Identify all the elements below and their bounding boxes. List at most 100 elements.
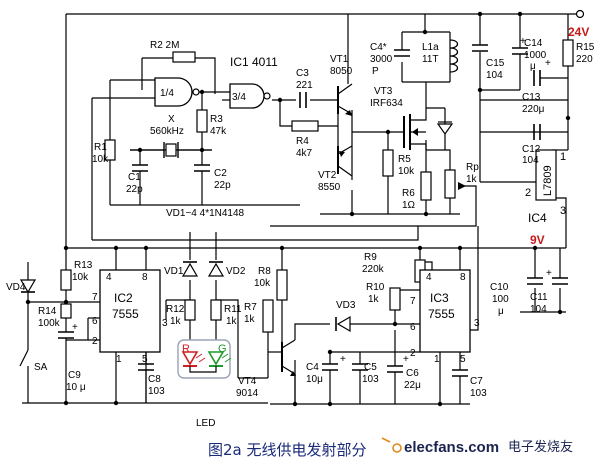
resistor-r11 bbox=[210, 299, 222, 321]
label-c4: C4 bbox=[306, 362, 319, 373]
ic4-regulator bbox=[535, 149, 557, 201]
label-r10: R10 bbox=[366, 282, 385, 293]
ic3-pin3: 3 bbox=[474, 318, 480, 329]
ic3-part: 7555 bbox=[428, 307, 455, 321]
ic2-pin5: 5 bbox=[142, 354, 148, 365]
ic2-pin6: 6 bbox=[92, 316, 98, 327]
ic4-part: L7809 bbox=[542, 165, 554, 196]
label-c11: C11 bbox=[530, 292, 548, 303]
value-r3: 47k bbox=[210, 126, 227, 137]
capacitor-c6 bbox=[387, 365, 403, 373]
value-c9: 10 μ bbox=[66, 382, 86, 393]
rp-wiper-arrow-icon bbox=[458, 182, 466, 190]
capacitor-c15 bbox=[472, 44, 488, 52]
potentiometer-rp bbox=[444, 169, 456, 199]
value-c14: 1000 bbox=[524, 50, 547, 61]
ic1-gate2-label: 3/4 bbox=[232, 92, 246, 103]
label-c8: C8 bbox=[148, 374, 161, 385]
label-vt4: VT4 bbox=[238, 376, 257, 387]
resistor-r2 bbox=[172, 51, 196, 63]
ic2-body bbox=[99, 269, 161, 353]
svg-text:+: + bbox=[545, 58, 551, 69]
ic2-part: 7555 bbox=[112, 307, 139, 321]
label-r15: R15 bbox=[576, 42, 595, 53]
value-c3: 221 bbox=[296, 80, 313, 91]
capacitor-c1 bbox=[132, 164, 148, 172]
value-l1a: 11T bbox=[422, 54, 439, 65]
label-c5: C5 bbox=[364, 362, 377, 373]
resistor-r7 bbox=[262, 299, 274, 333]
label-c3: C3 bbox=[296, 68, 309, 79]
label-c2: C2 bbox=[214, 168, 227, 179]
wiring bbox=[22, 13, 578, 405]
label-sa: SA bbox=[34, 362, 48, 373]
resistor-r8 bbox=[276, 269, 288, 301]
label-r6: R6 bbox=[402, 188, 415, 199]
ic1-gate1-label: 1/4 bbox=[160, 88, 174, 99]
label-r3: R3 bbox=[210, 114, 223, 125]
value-r10: 1k bbox=[368, 294, 380, 305]
ic4-pin3: 3 bbox=[560, 205, 566, 217]
label-r8: R8 bbox=[258, 266, 271, 277]
resistor-r10 bbox=[389, 287, 401, 311]
value-c13: 220μ bbox=[522, 104, 545, 115]
junction-dots bbox=[25, 11, 571, 407]
svg-text:+: + bbox=[72, 322, 78, 333]
ic3-pin5: 5 bbox=[460, 354, 466, 365]
svg-text:+: + bbox=[520, 36, 526, 47]
rail-24v-label: 24V bbox=[568, 25, 589, 39]
value-c5: 103 bbox=[362, 374, 379, 385]
diode-vd3-icon bbox=[335, 315, 351, 333]
label-c7: C7 bbox=[470, 376, 483, 387]
label-c6: C6 bbox=[406, 368, 419, 379]
value-r15: 220 bbox=[576, 54, 593, 65]
coil-l1a-icon bbox=[449, 39, 459, 73]
resistors bbox=[60, 39, 574, 333]
resistor-r3 bbox=[196, 109, 208, 133]
capacitor-c3 bbox=[299, 92, 307, 108]
nand-gate-1-icon bbox=[154, 77, 193, 107]
crystal-x-icon bbox=[130, 142, 212, 158]
value-c7: 103 bbox=[470, 388, 487, 399]
ic1-gates bbox=[154, 77, 271, 109]
value-c8: 103 bbox=[148, 386, 165, 397]
ic4-pin2: 2 bbox=[525, 187, 531, 199]
label-vd1: VD1 bbox=[164, 266, 184, 277]
value-vt4: 9014 bbox=[236, 388, 259, 399]
led-label: LED bbox=[196, 418, 215, 429]
ic3-pin4: 4 bbox=[426, 272, 432, 283]
value-r6: 1Ω bbox=[402, 200, 416, 211]
ic1-title: IC1 4011 bbox=[230, 55, 278, 69]
switch-sa-icon bbox=[19, 349, 29, 367]
label-c13: C13 bbox=[522, 92, 541, 103]
resistor-r14 bbox=[60, 303, 72, 319]
label-vd1-4: VD1~4 4*1N4148 bbox=[166, 208, 245, 219]
label-c9: C9 bbox=[68, 370, 81, 381]
value-c6: 22μ bbox=[404, 380, 421, 391]
watermark-logo: elecfans.com 电子发烧友 bbox=[381, 437, 573, 456]
capacitor-c12 bbox=[533, 124, 541, 140]
watermark-chinese: 电子发烧友 bbox=[508, 439, 573, 455]
value-vt3: IRF634 bbox=[370, 98, 403, 109]
label-r11: R11 bbox=[224, 304, 242, 315]
svg-text:+: + bbox=[403, 354, 409, 365]
value-r4: 4k7 bbox=[296, 148, 313, 159]
transistor-vt4-icon bbox=[281, 339, 296, 404]
label-vd4: VD4 bbox=[6, 282, 26, 293]
value-c4s: 3000 bbox=[370, 54, 393, 65]
value-c11: 104 bbox=[530, 304, 547, 315]
capacitor-c4s bbox=[394, 49, 410, 57]
capacitor-c2 bbox=[194, 164, 210, 172]
ic2-ref: IC2 bbox=[114, 291, 133, 305]
unit-c14: μ bbox=[530, 61, 536, 72]
terminal-24v-icon bbox=[575, 9, 585, 19]
value-r11: 1k bbox=[226, 316, 238, 327]
ic3-body bbox=[419, 269, 471, 353]
label-vt1: VT1 bbox=[330, 54, 349, 65]
resistor-r5 bbox=[382, 149, 394, 177]
value-vt2: 8550 bbox=[318, 182, 341, 193]
unit-c4s: P bbox=[372, 66, 379, 77]
label-c10: C10 bbox=[490, 282, 509, 293]
